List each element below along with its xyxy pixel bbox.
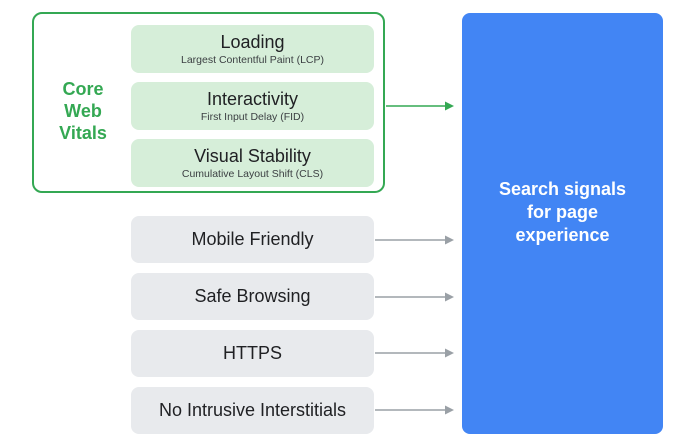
core-web-vitals-group: [32, 12, 385, 193]
core-web-vitals-title-line: Web: [64, 101, 102, 121]
signal-arrow: [375, 405, 454, 415]
cwv-arrow: [386, 101, 454, 111]
page-experience-label: Search signals for page experience: [498, 179, 627, 245]
signal-no-intrusive-interstitials: No Intrusive Interstitials: [131, 387, 374, 434]
signal-https: HTTPS: [131, 330, 374, 377]
vital-visual-stability: Visual Stability Cumulative Layout Shift…: [131, 139, 374, 187]
vital-name: Visual Stability: [194, 146, 311, 166]
vital-metric: Largest Contentful Paint (LCP): [181, 54, 324, 66]
signal-arrow: [375, 235, 454, 245]
signal-arrow: [375, 348, 454, 358]
signal-safe-browsing: Safe Browsing: [131, 273, 374, 320]
vital-name: Loading: [220, 32, 285, 52]
signal-arrow: [375, 292, 454, 302]
vital-interactivity: Interactivity First Input Delay (FID): [131, 82, 374, 130]
vital-loading: Loading Largest Contentful Paint (LCP): [131, 25, 374, 73]
vital-name: Interactivity: [206, 89, 299, 109]
core-web-vitals-title-line: Core: [62, 79, 104, 99]
vital-metric: Cumulative Layout Shift (CLS): [181, 168, 324, 180]
core-web-vitals-title: Core Web Vitals: [50, 78, 116, 144]
page-experience-signals-box: Search signals for page experience: [462, 13, 663, 434]
vital-metric: First Input Delay (FID): [200, 111, 305, 123]
core-web-vitals-title-line: Vitals: [59, 123, 107, 143]
signal-mobile-friendly: Mobile Friendly: [131, 216, 374, 263]
